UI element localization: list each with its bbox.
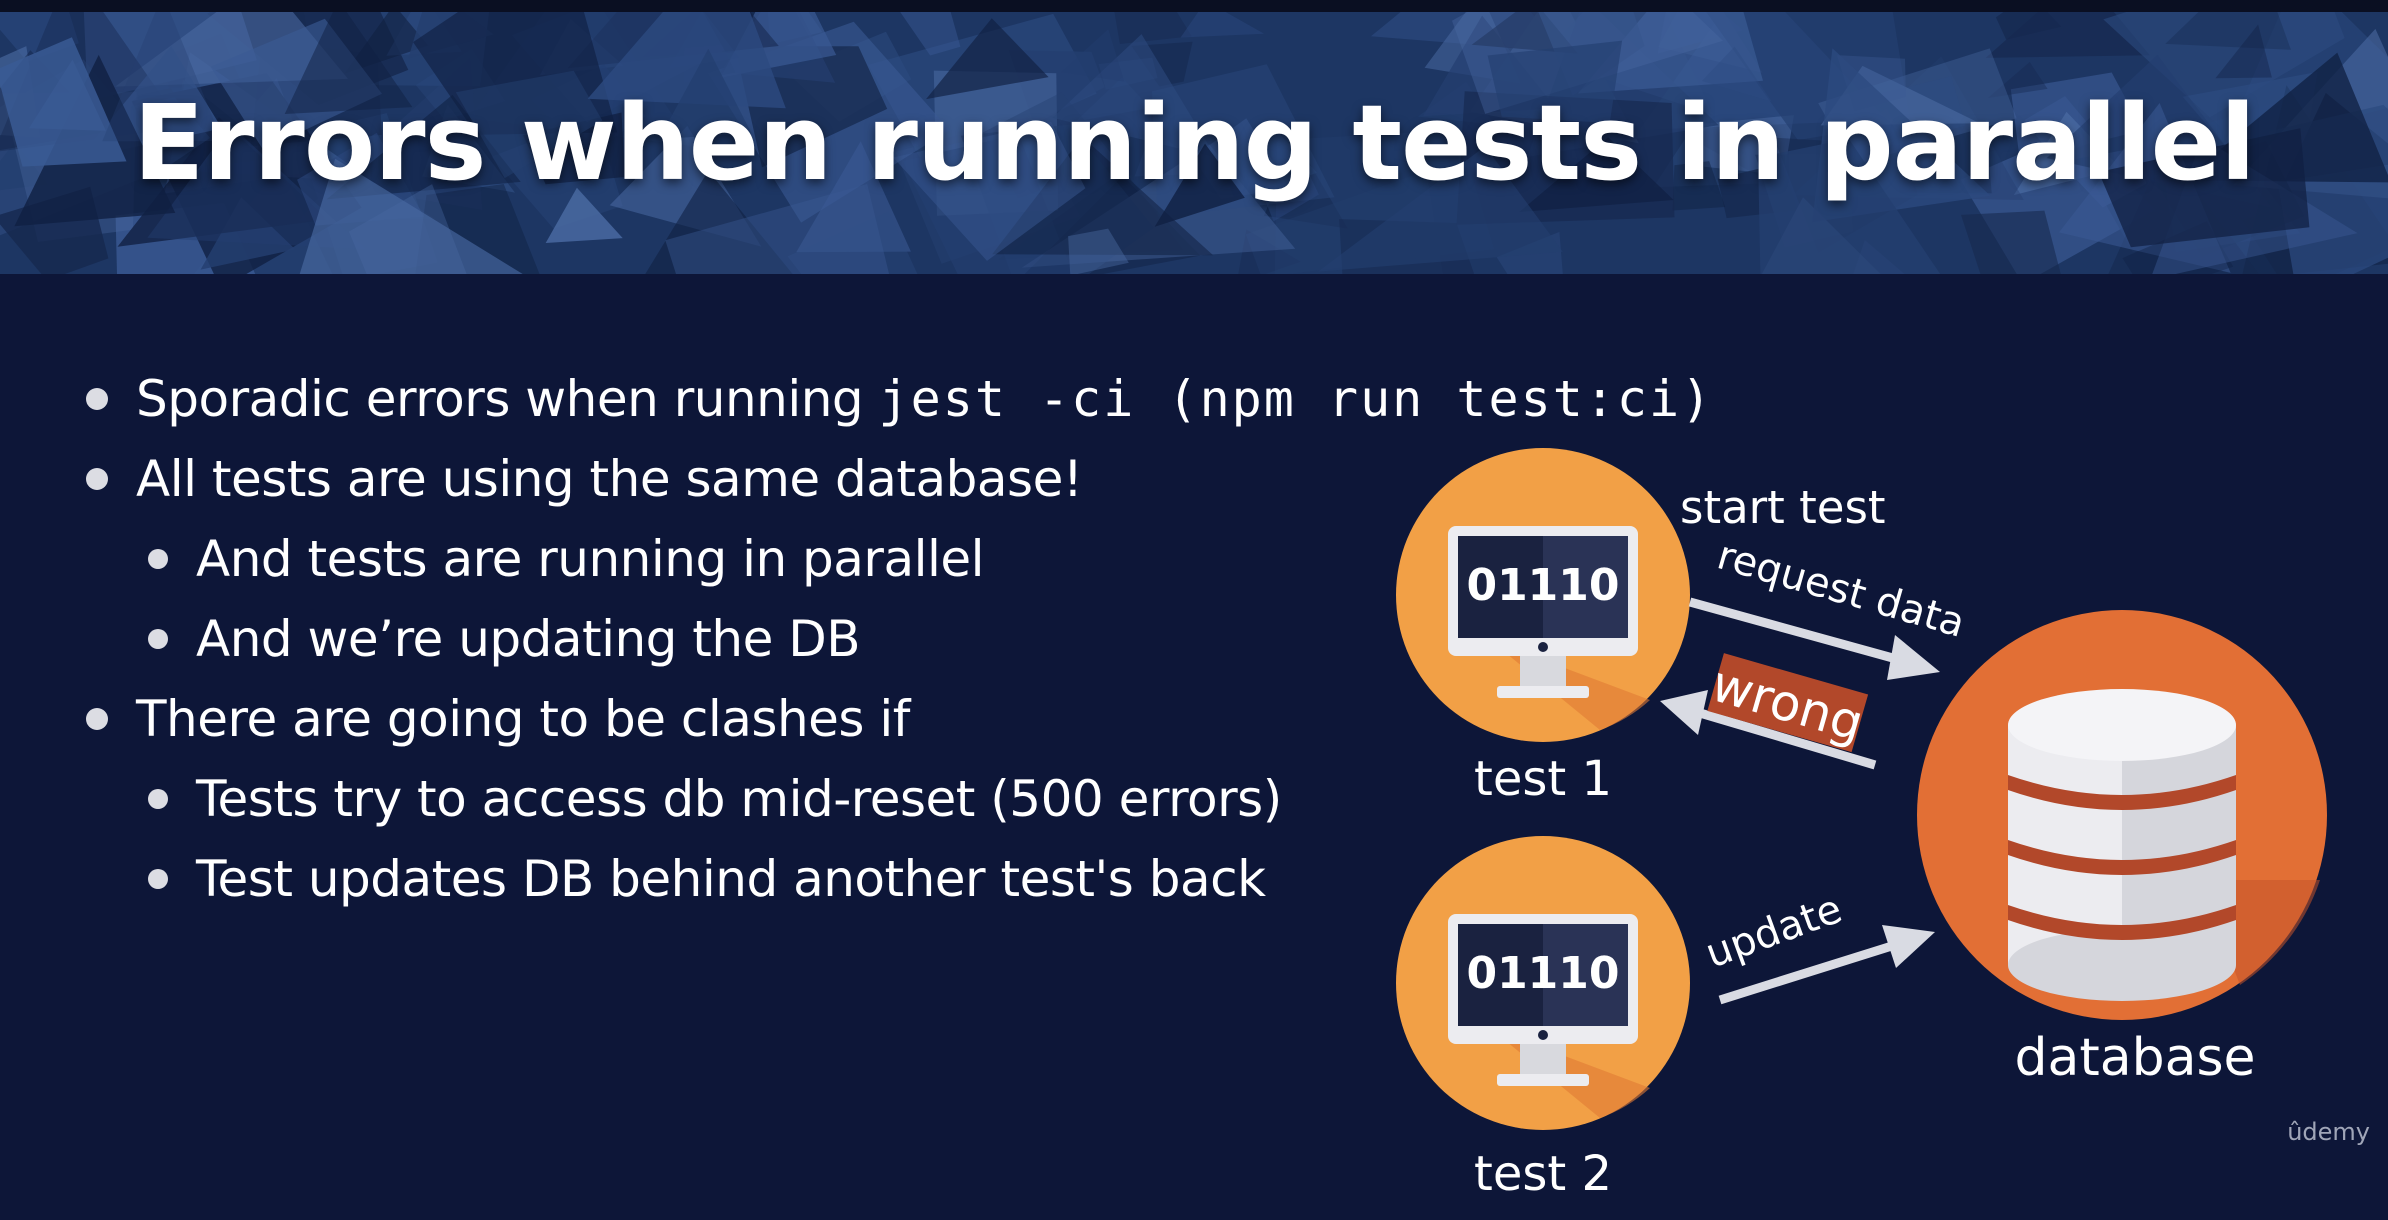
banner-shard (1758, 138, 1941, 274)
banner-shard (665, 184, 890, 274)
banner-shard (2010, 72, 2143, 161)
database-icon (1917, 610, 2327, 1020)
banner-shard (348, 184, 467, 274)
bullet-dot (86, 388, 108, 410)
banner-shard (1701, 46, 1772, 102)
banner-shard (787, 211, 918, 274)
bullet-text: There are going to be clashes if (136, 690, 910, 748)
bullet-text: And tests are running in parallel (196, 530, 985, 588)
banner-shard (545, 187, 623, 243)
banner-shard (299, 158, 523, 274)
bullet-behind-back: Test updates DB behind another test's ba… (148, 850, 1266, 908)
banner-shard (796, 141, 911, 253)
bullet-updating-db: And we’re updating the DB (148, 610, 861, 668)
test1-screen-text: 01110 (1466, 560, 1619, 611)
bullet-text: Tests try to access db mid-reset (500 er… (196, 770, 1282, 828)
banner-shard (1318, 146, 1563, 272)
update-arrow-icon (1718, 925, 1935, 1005)
bullet-sporadic-errors: Sporadic errors when running jest -ci (n… (86, 370, 1713, 428)
test2-computer-icon: 01110 (1396, 836, 1690, 1130)
bullet-text: Test updates DB behind another test's ba… (196, 850, 1266, 908)
test2-label: test 2 (1474, 1146, 1612, 1202)
bullet-dot (148, 869, 168, 889)
test1-label: test 1 (1474, 751, 1612, 807)
banner-shard (900, 12, 961, 56)
banner-shard (1672, 161, 1726, 211)
bullet-clashes: There are going to be clashes if (86, 690, 910, 748)
banner-shard (147, 125, 367, 250)
banner-shard (455, 70, 603, 179)
bullet-text: All tests are using the same database! (136, 450, 1083, 508)
banner-shard (1217, 128, 1318, 202)
test1-computer-icon: 01110 (1396, 448, 1690, 742)
banner-shard (117, 117, 328, 247)
banner-shard (2215, 24, 2272, 79)
code-npm-run: (npm run test:ci) (1135, 370, 1714, 428)
bullet-dot (148, 789, 168, 809)
wrong-arrow-icon (1660, 690, 1877, 770)
bullet-same-database: All tests are using the same database! (86, 450, 1083, 508)
banner-shard (659, 48, 752, 140)
banner-texture (0, 12, 2388, 274)
udemy-watermark: ûdemy (2287, 1118, 2370, 1146)
banner-shard (284, 12, 413, 114)
banner-shard (926, 18, 1049, 100)
banner-shard (1098, 57, 1158, 90)
bullet-running-parallel: And tests are running in parallel (148, 530, 985, 588)
banner-shard (1995, 12, 2062, 40)
bullet-dot (86, 708, 108, 730)
bullet-text: And we’re updating the DB (196, 610, 861, 668)
bullet-dot (86, 468, 108, 490)
banner-shard (1961, 210, 2061, 274)
code-jest-ci: jest -ci (878, 370, 1136, 428)
banner-shard (1052, 34, 1216, 158)
database-label: database (2014, 1028, 2255, 1088)
request-data-label: request data (1712, 532, 1970, 646)
banner-shard (2165, 12, 2291, 50)
top-strip (0, 0, 2388, 12)
title-banner: Errors when running tests in parallel (0, 12, 2388, 274)
banner-shard (1061, 29, 1125, 82)
banner-shard (1154, 143, 1245, 227)
banner-shard (1263, 141, 1348, 229)
banner-shard (1068, 228, 1129, 274)
banner-shard (893, 121, 1086, 261)
slide-title: Errors when running tests in parallel (133, 82, 2256, 204)
banner-shard (0, 37, 127, 167)
banner-shard (326, 94, 521, 200)
test2-screen-text: 01110 (1466, 948, 1619, 999)
banner-shard (645, 170, 793, 274)
banner-shard (1238, 229, 1301, 274)
banner-shard (1519, 137, 1674, 212)
banner-shard (200, 197, 296, 270)
banner-shard (1180, 12, 1265, 38)
banner-shard (2098, 128, 2310, 248)
request-arrow-icon (1688, 597, 1940, 680)
banner-shard (1577, 12, 1763, 94)
banner-shard (102, 12, 223, 142)
banner-shard (587, 12, 786, 109)
banner-shard (1487, 40, 1623, 123)
bullet-mid-reset: Tests try to access db mid-reset (500 er… (148, 770, 1282, 828)
bullet-text: Sporadic errors when running jest -ci (n… (136, 370, 1714, 428)
start-test-label: start test (1680, 481, 1886, 534)
banner-shard (1987, 62, 2048, 98)
bullet-dot (148, 629, 168, 649)
bullet-dot (148, 549, 168, 569)
banner-shard (1114, 12, 1192, 44)
